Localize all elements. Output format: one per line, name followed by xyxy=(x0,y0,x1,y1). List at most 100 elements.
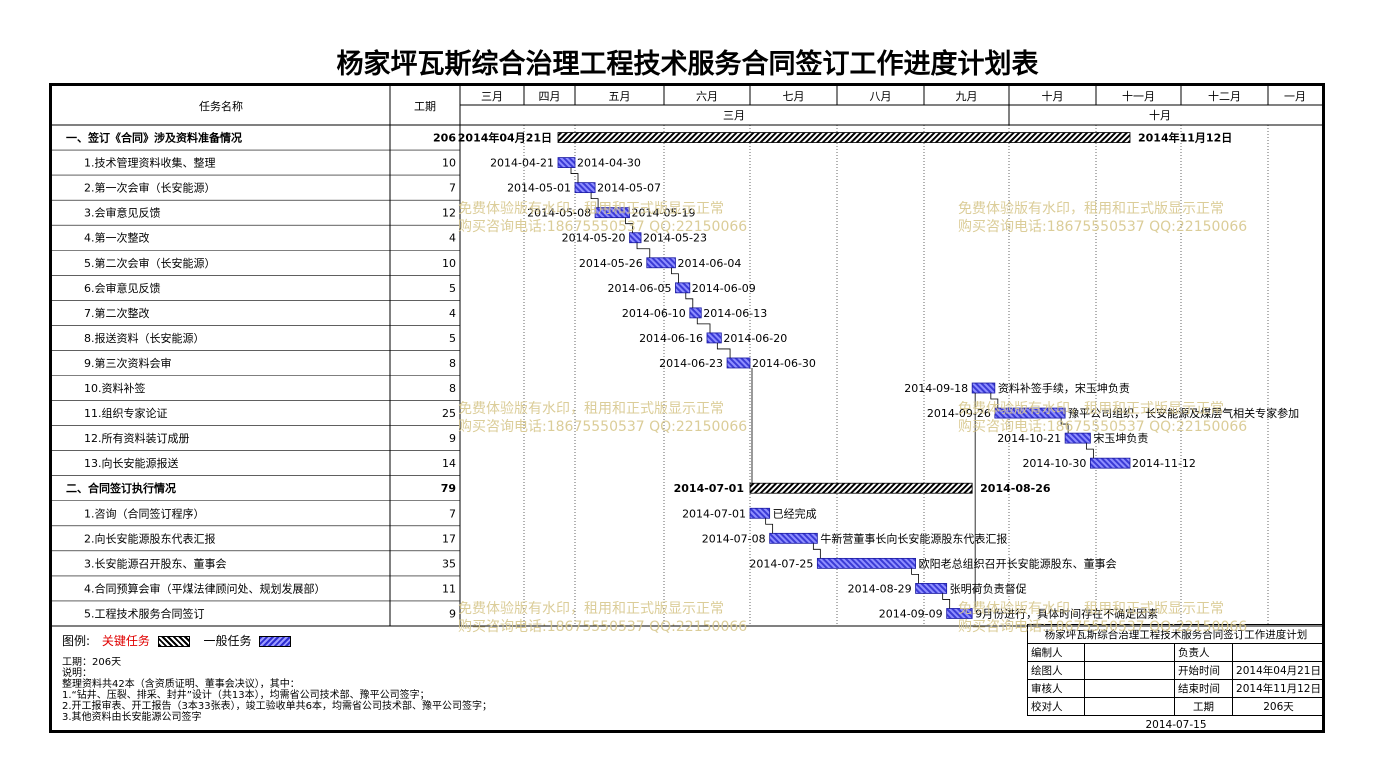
task-duration: 17 xyxy=(442,532,456,545)
critical-bar xyxy=(749,482,973,494)
note-line: 整理资料共42本（含资质证明、董事会决议），其中： xyxy=(62,679,300,690)
bar-end-label: 2014-06-30 xyxy=(752,357,816,370)
bar-note: 牛新营董事长向长安能源股东代表汇报 xyxy=(820,531,1007,545)
month-label: 四月 xyxy=(539,90,561,103)
dependency-arrow xyxy=(636,242,651,258)
bar-start-label: 2014-10-21 xyxy=(997,432,1061,445)
bar-start-label: 2014-05-08 xyxy=(527,207,591,220)
task-name: 8.报送资料（长安能源） xyxy=(84,331,205,345)
bar-note: 张明荷负责督促 xyxy=(950,581,1027,595)
bar-start-label: 2014-06-10 xyxy=(622,307,686,320)
legend-normal-swatch xyxy=(259,636,292,647)
task-bar xyxy=(594,207,630,219)
group-label: 三月 xyxy=(723,109,745,122)
watermark: 免费体验版有水印，租用和正式版显示正常购买咨询电话:18675550537 QQ… xyxy=(958,400,1247,436)
dependency-arrow xyxy=(1060,418,1069,434)
task-name: 二、合同签订执行情况 xyxy=(66,481,176,495)
task-bar xyxy=(689,307,702,319)
bar-start-label: 2014-07-25 xyxy=(749,557,813,570)
task-name: 4.第一次整改 xyxy=(84,231,150,245)
info-date: 2014-07-15 xyxy=(1027,715,1325,733)
dependency-arrow xyxy=(765,518,774,534)
task-name: 2.第一次会审（长安能源） xyxy=(84,181,216,195)
watermark: 免费体验版有水印，租用和正式版显示正常购买咨询电话:18675550537 QQ… xyxy=(458,200,747,236)
bar-start-label: 2014-06-05 xyxy=(608,282,672,295)
bar-end-label: 2014-04-30 xyxy=(577,157,641,170)
task-duration: 12 xyxy=(442,207,456,220)
info-box: 杨家坪瓦斯综合治理工程技术服务合同签订工作进度计划 编制人 负责人 绘图人 开始… xyxy=(1027,624,1325,733)
note-line: 3.其他资料由长安能源公司签字 xyxy=(62,712,202,723)
bar-end-label: 2014-05-23 xyxy=(643,232,707,245)
task-bar xyxy=(574,182,596,194)
critical-bar xyxy=(557,132,1131,143)
task-name: 12.所有资料装订成册 xyxy=(84,431,190,445)
task-bar xyxy=(971,382,996,394)
notes: 工期：206天 说明： 整理资料共42本（含资质证明、董事会决议），其中： 1.… xyxy=(62,657,962,731)
bar-note: 豫平公司组织，长安能源及煤层气相关专家参加 xyxy=(1068,406,1299,420)
info-title: 杨家坪瓦斯综合治理工程技术服务合同签订工作进度计划 xyxy=(1027,624,1325,644)
task-bar xyxy=(557,157,576,168)
note-line: 说明： xyxy=(62,668,92,679)
task-duration: 79 xyxy=(441,482,456,495)
month-label: 十一月 xyxy=(1122,89,1155,103)
task-bar xyxy=(946,608,973,619)
bar-start-label: 2014-09-18 xyxy=(904,382,968,395)
bar-start-label: 2014-05-26 xyxy=(579,257,643,270)
legend-normal-label: 一般任务 xyxy=(203,634,252,648)
task-bar xyxy=(769,532,818,544)
bar-start-label: 2014-07-08 xyxy=(702,532,766,545)
task-duration: 4 xyxy=(449,232,456,245)
bar-end-label: 2014-05-07 xyxy=(597,182,661,195)
dependency-arrow xyxy=(570,167,579,183)
note-line: 1.“钻井、压裂、排采、封井”设计（共13本），均需省公司技术部、豫平公司签字； xyxy=(62,690,430,701)
task-name: 3.长安能源召开股东、董事会 xyxy=(84,556,227,570)
dependency-arrow xyxy=(671,267,679,283)
checker-label: 校对人 xyxy=(1027,697,1085,716)
drawer-label: 绘图人 xyxy=(1027,661,1085,680)
legend: 图例: 关键任务 一般任务 xyxy=(62,632,292,649)
task-duration: 11 xyxy=(442,582,456,595)
bar-end-label: 2014-08-26 xyxy=(980,482,1051,495)
task-name: 5.工程技术服务合同签订 xyxy=(84,606,205,620)
bar-note: 欧阳老总组织召开长安能源股东、董事会 xyxy=(919,556,1117,570)
bar-start-label: 2014-04-21 xyxy=(490,157,554,170)
legend-critical-swatch xyxy=(157,636,190,647)
month-label: 三月 xyxy=(481,90,503,103)
reviewer-label: 审核人 xyxy=(1027,679,1085,698)
task-bar xyxy=(994,407,1066,419)
bar-end-label: 2014-06-04 xyxy=(677,257,741,270)
bar-note: 9月份进行，具体时间存在不确定因素 xyxy=(975,606,1158,620)
start-time-label: 开始时间 xyxy=(1173,661,1234,680)
dependency-arrow xyxy=(990,393,999,409)
task-duration: 7 xyxy=(449,507,456,520)
task-duration: 8 xyxy=(449,357,456,370)
end-time-value: 2014年11月12日 xyxy=(1232,679,1325,698)
bar-start-label: 2014-05-20 xyxy=(562,232,626,245)
legend-label: 图例: xyxy=(62,634,91,648)
watermark-line: 购买咨询电话:18675550537 QQ:22150066 xyxy=(958,219,1248,235)
task-bar xyxy=(915,583,948,594)
task-bar xyxy=(629,232,642,244)
watermark-line: 购买咨询电话:18675550537 QQ:22150066 xyxy=(458,419,748,435)
dependency-arrow xyxy=(812,543,821,559)
task-bar xyxy=(706,332,722,344)
bar-start-label: 2014-07-01 xyxy=(674,482,744,495)
month-label: 六月 xyxy=(696,90,718,103)
bar-note: 已经完成 xyxy=(773,506,817,520)
task-duration: 5 xyxy=(449,282,456,295)
task-duration: 35 xyxy=(442,557,456,570)
header-duration: 工期 xyxy=(414,100,436,113)
task-duration: 25 xyxy=(442,407,456,420)
task-duration: 4 xyxy=(449,307,456,320)
header-task-name: 任务名称 xyxy=(199,99,243,113)
task-name: 6.会审意见反馈 xyxy=(84,281,161,295)
watermark-line: 免费体验版有水印，租用和正式版显示正常 xyxy=(958,601,1224,617)
duration-label: 工期 xyxy=(1173,697,1234,716)
task-name: 9.第三次资料会审 xyxy=(84,356,172,370)
watermark-line: 免费体验版有水印，租用和正式版显示正常 xyxy=(958,401,1224,417)
task-name: 11.组织专家论证 xyxy=(84,406,168,420)
task-bar xyxy=(1089,457,1131,469)
watermark-line: 免费体验版有水印，租用和正式版显示正常 xyxy=(458,401,724,417)
task-name: 1.技术管理资料收集、整理 xyxy=(84,156,216,170)
task-duration: 5 xyxy=(449,332,456,345)
